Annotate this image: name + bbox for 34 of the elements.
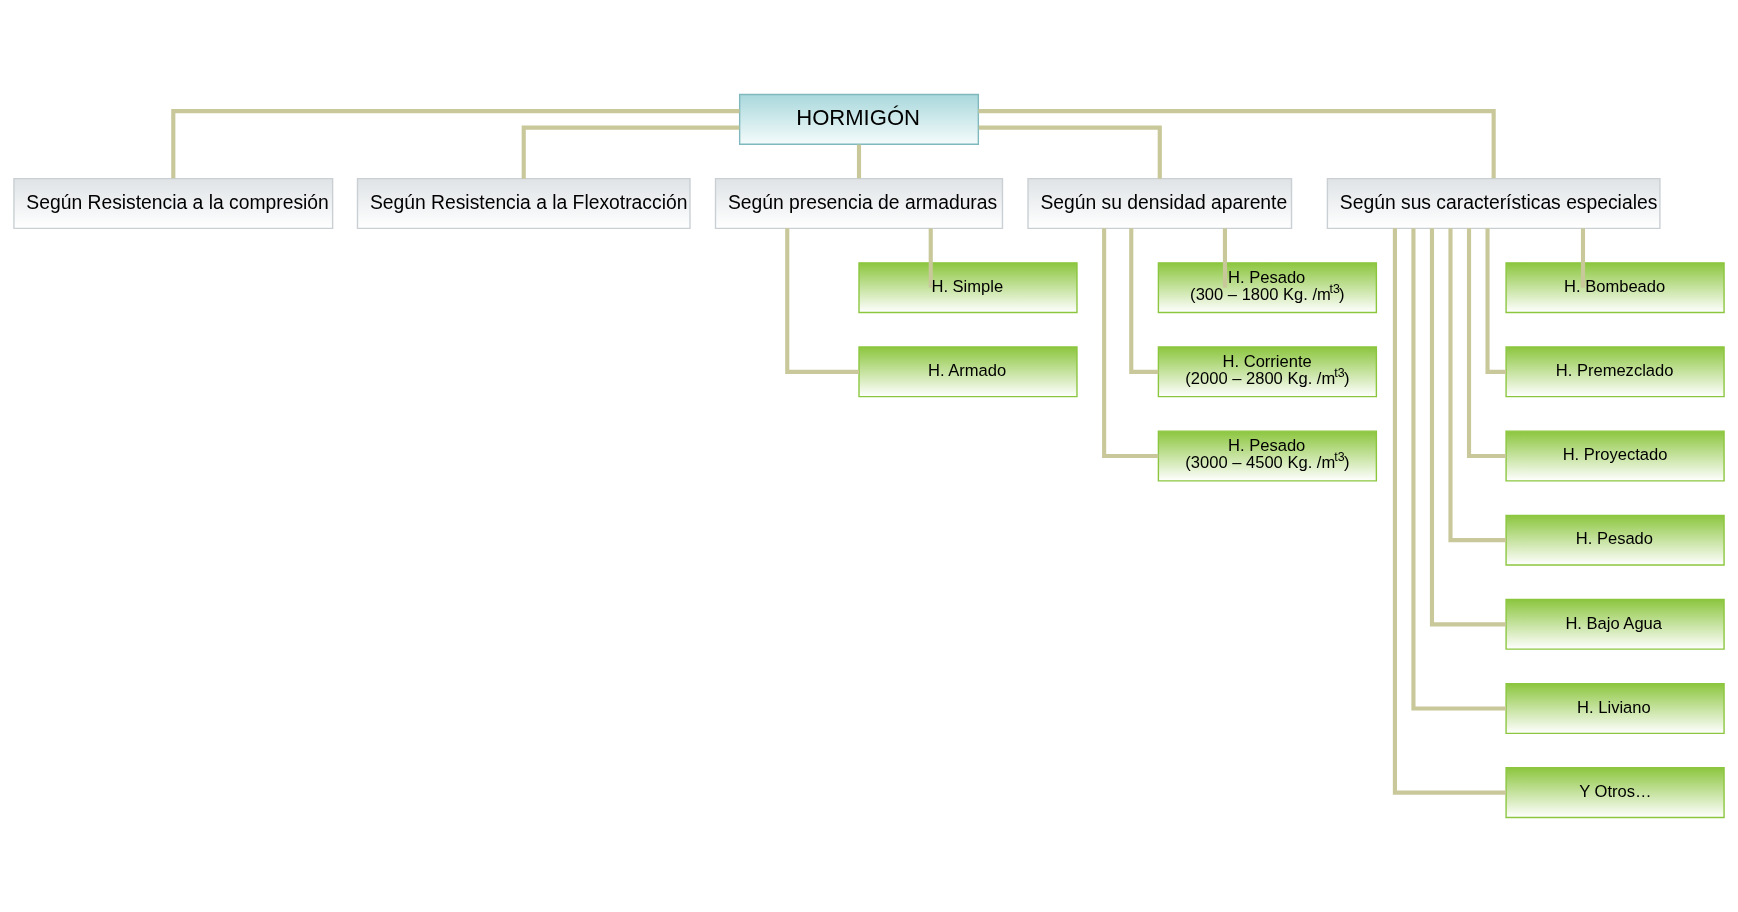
connector — [785, 228, 859, 374]
node-box: H. Pesado (3000 – 4500 Kg. /m$^{t3}$) — [1157, 430, 1378, 482]
connector — [171, 109, 740, 179]
connector — [521, 125, 740, 179]
node-box: H. Simple — [858, 262, 1078, 314]
node-box: H. Bajo Agua — [1505, 598, 1725, 650]
connector — [978, 125, 1162, 179]
node-box: H. Pesado (300 – 1800 Kg. /m$^{t3}$) — [1157, 262, 1378, 314]
node-box: Según Resistencia a la Flexotracción — [356, 178, 691, 230]
node-box: H. Liviano — [1505, 682, 1725, 734]
node-box: H. Pesado — [1505, 514, 1725, 566]
connector — [1429, 228, 1507, 627]
connector — [928, 228, 933, 288]
connector — [1411, 228, 1507, 711]
node-box: Según Resistencia a la compresión — [13, 178, 334, 230]
node-box: H. Bombeado — [1505, 262, 1725, 314]
connector — [1580, 228, 1586, 288]
node-box: H. Corriente (2000 – 2800 Kg. /m$^{t3}$) — [1157, 346, 1378, 398]
node-box: Y Otros… — [1505, 767, 1725, 819]
node-box: Según sus características especiales — [1326, 178, 1661, 230]
connector — [1466, 228, 1507, 459]
connector — [856, 144, 862, 179]
node-box: Según presencia de armaduras — [714, 178, 1004, 230]
node-box: H. Armado — [858, 346, 1078, 398]
connector — [1392, 228, 1507, 795]
connector — [1485, 228, 1507, 374]
connector — [1448, 228, 1507, 543]
connector — [1102, 228, 1159, 459]
node-box: HORMIGÓN — [738, 93, 980, 145]
connector — [1222, 228, 1228, 288]
connector — [978, 109, 1496, 179]
node-box: H. Premezclado — [1505, 346, 1725, 398]
node-box: H. Proyectado — [1505, 430, 1725, 482]
node-box: Según su densidad aparente — [1027, 178, 1293, 230]
